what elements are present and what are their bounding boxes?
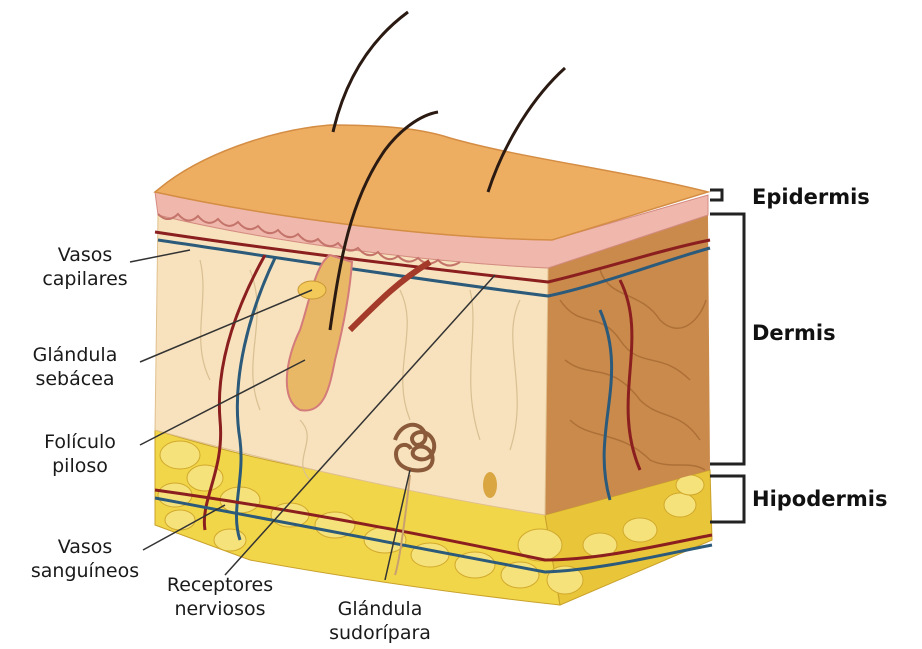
layer-brackets: [710, 190, 744, 522]
label-glandula-sebacea: Glándula sebácea: [10, 343, 140, 391]
label-line: Vasos: [20, 243, 150, 267]
layer-label-epidermis: Epidermis: [752, 184, 870, 210]
label-foliculo-piloso: Folículo piloso: [15, 430, 145, 478]
label-line: piloso: [15, 454, 145, 478]
label-line: capilares: [20, 267, 150, 291]
label-receptores-nerviosos: Receptores nerviosos: [150, 573, 290, 621]
label-line: Glándula: [10, 343, 140, 367]
layer-label-dermis: Dermis: [752, 320, 836, 346]
layer-label-hipodermis: Hipodermis: [752, 486, 887, 512]
label-line: Glándula: [310, 597, 450, 621]
label-line: Folículo: [15, 430, 145, 454]
label-line: sebácea: [10, 367, 140, 391]
label-glandula-sudoripara: Glándula sudorípara: [310, 597, 450, 645]
label-vasos-capilares: Vasos capilares: [20, 243, 150, 291]
label-line: sudorípara: [310, 621, 450, 645]
label-line: Receptores: [150, 573, 290, 597]
label-vasos-sanguineos: Vasos sanguíneos: [15, 535, 155, 583]
label-line: sanguíneos: [15, 559, 155, 583]
label-line: Vasos: [15, 535, 155, 559]
label-line: nerviosos: [150, 597, 290, 621]
nerve-receptor: [483, 472, 497, 498]
